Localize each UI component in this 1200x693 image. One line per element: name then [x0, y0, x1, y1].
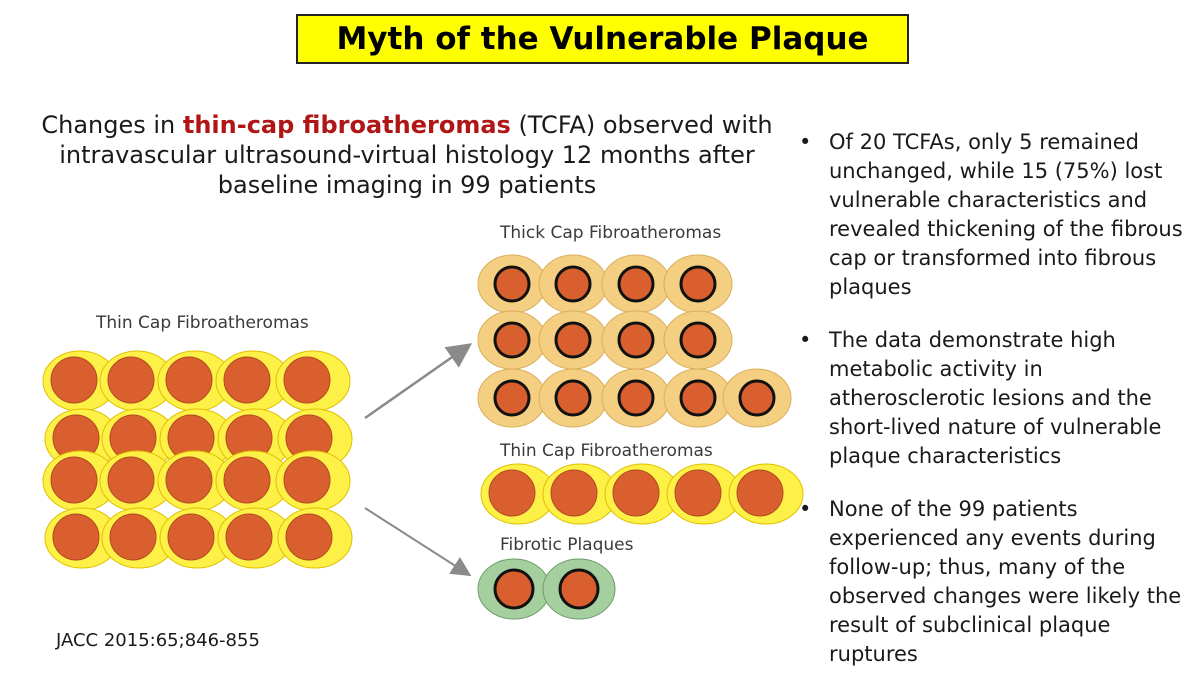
necrotic-core	[283, 356, 331, 404]
necrotic-core	[223, 456, 271, 504]
bullet-list: • Of 20 TCFAs, only 5 remained unchanged,…	[795, 128, 1195, 693]
thick-plaque	[722, 368, 792, 428]
necrotic-core	[554, 321, 592, 359]
necrotic-core	[167, 513, 215, 561]
bullet-marker: •	[799, 130, 812, 154]
necrotic-core	[223, 356, 271, 404]
thin-plaque	[44, 507, 120, 569]
necrotic-core	[52, 513, 100, 561]
left-group-label: Thin Cap Fibroatheromas	[95, 313, 309, 333]
necrotic-core	[283, 456, 331, 504]
thin-plaque	[275, 350, 351, 412]
necrotic-core	[493, 379, 531, 417]
arrow-to-thick-cap	[364, 343, 473, 420]
bullet-marker: •	[799, 497, 812, 521]
necrotic-core	[225, 513, 273, 561]
necrotic-core	[493, 568, 535, 610]
bullet-marker: •	[799, 328, 812, 352]
subtitle-pre: Changes in	[41, 111, 183, 139]
necrotic-core	[165, 356, 213, 404]
thin-plaque	[99, 450, 175, 512]
thick-plaque	[538, 368, 608, 428]
necrotic-core	[738, 379, 776, 417]
thin-plaque	[275, 450, 351, 512]
plaque-diagram: Thin Cap Fibroatheromas Thick Cap Fibroa…	[42, 223, 804, 620]
thin-plaque	[728, 463, 804, 525]
bullet-text: The data demonstrate high metabolic acti…	[829, 328, 1162, 468]
necrotic-core	[617, 321, 655, 359]
necrotic-core	[617, 379, 655, 417]
necrotic-core	[612, 469, 660, 517]
thin-plaque	[666, 463, 742, 525]
slide-title: Myth of the Vulnerable Plaque	[296, 14, 909, 64]
thick-plaque	[538, 310, 608, 370]
thick-plaque	[663, 368, 733, 428]
necrotic-core	[107, 456, 155, 504]
thick-plaque	[663, 254, 733, 314]
necrotic-core	[674, 469, 722, 517]
thin-plaque	[542, 463, 618, 525]
arrow-to-fibrotic	[364, 507, 472, 577]
bullet-item: • The data demonstrate high metabolic act…	[795, 326, 1195, 471]
thin-plaque	[215, 450, 291, 512]
fibrotic-plaque	[477, 558, 551, 620]
necrotic-core	[617, 265, 655, 303]
thin-plaque	[604, 463, 680, 525]
necrotic-core	[107, 356, 155, 404]
thin-plaque	[159, 507, 235, 569]
necrotic-core	[488, 469, 536, 517]
necrotic-core	[50, 456, 98, 504]
thin-plaque	[217, 507, 293, 569]
necrotic-core	[285, 513, 333, 561]
necrotic-core	[109, 513, 157, 561]
thin-plaque	[480, 463, 556, 525]
thin-cap-remaining-group	[480, 463, 804, 525]
necrotic-core	[554, 265, 592, 303]
thin-plaque	[215, 350, 291, 412]
thin-plaque	[101, 507, 177, 569]
bullet-item: • Of 20 TCFAs, only 5 remained unchanged,…	[795, 128, 1195, 302]
bullet-item: • None of the 99 patients experienced any…	[795, 495, 1195, 669]
fibrotic-group-label: Fibrotic Plaques	[500, 535, 634, 555]
thick-plaque	[601, 310, 671, 370]
thick-plaque	[477, 310, 547, 370]
bullet-text: None of the 99 patients experienced any …	[829, 497, 1182, 666]
fibrotic-group	[477, 558, 616, 620]
thick-plaque	[601, 254, 671, 314]
subtitle-highlight: thin-cap fibroatheromas	[182, 111, 511, 139]
bullet-text: Of 20 TCFAs, only 5 remained unchanged, …	[829, 130, 1183, 299]
fibrotic-plaque	[542, 558, 616, 620]
necrotic-core	[679, 321, 717, 359]
necrotic-core	[165, 456, 213, 504]
necrotic-core	[550, 469, 598, 517]
necrotic-core	[558, 568, 600, 610]
transition-arrows	[364, 343, 473, 577]
necrotic-core	[679, 379, 717, 417]
thin-plaque	[42, 450, 118, 512]
left-thin-cap-group	[42, 350, 353, 569]
slide-subtitle: Changes in thin-cap fibroatheromas (TCFA…	[22, 110, 792, 200]
thick-plaque	[601, 368, 671, 428]
thick-plaque	[477, 254, 547, 314]
thick-plaque	[477, 368, 547, 428]
thin-plaque	[277, 507, 353, 569]
thin-right-group-label: Thin Cap Fibroatheromas	[499, 441, 713, 461]
thick-group-label: Thick Cap Fibroatheromas	[499, 223, 721, 243]
thick-plaque	[663, 310, 733, 370]
necrotic-core	[736, 469, 784, 517]
thin-plaque	[42, 350, 118, 412]
thin-plaque	[157, 350, 233, 412]
necrotic-core	[679, 265, 717, 303]
necrotic-core	[493, 321, 531, 359]
citation: JACC 2015:65;846-855	[56, 630, 260, 651]
necrotic-core	[493, 265, 531, 303]
thick-cap-group	[477, 254, 792, 428]
subtitle-post: (TCFA) observed with intravascular ultra…	[59, 111, 773, 199]
necrotic-core	[50, 356, 98, 404]
thick-plaque	[538, 254, 608, 314]
necrotic-core	[554, 379, 592, 417]
